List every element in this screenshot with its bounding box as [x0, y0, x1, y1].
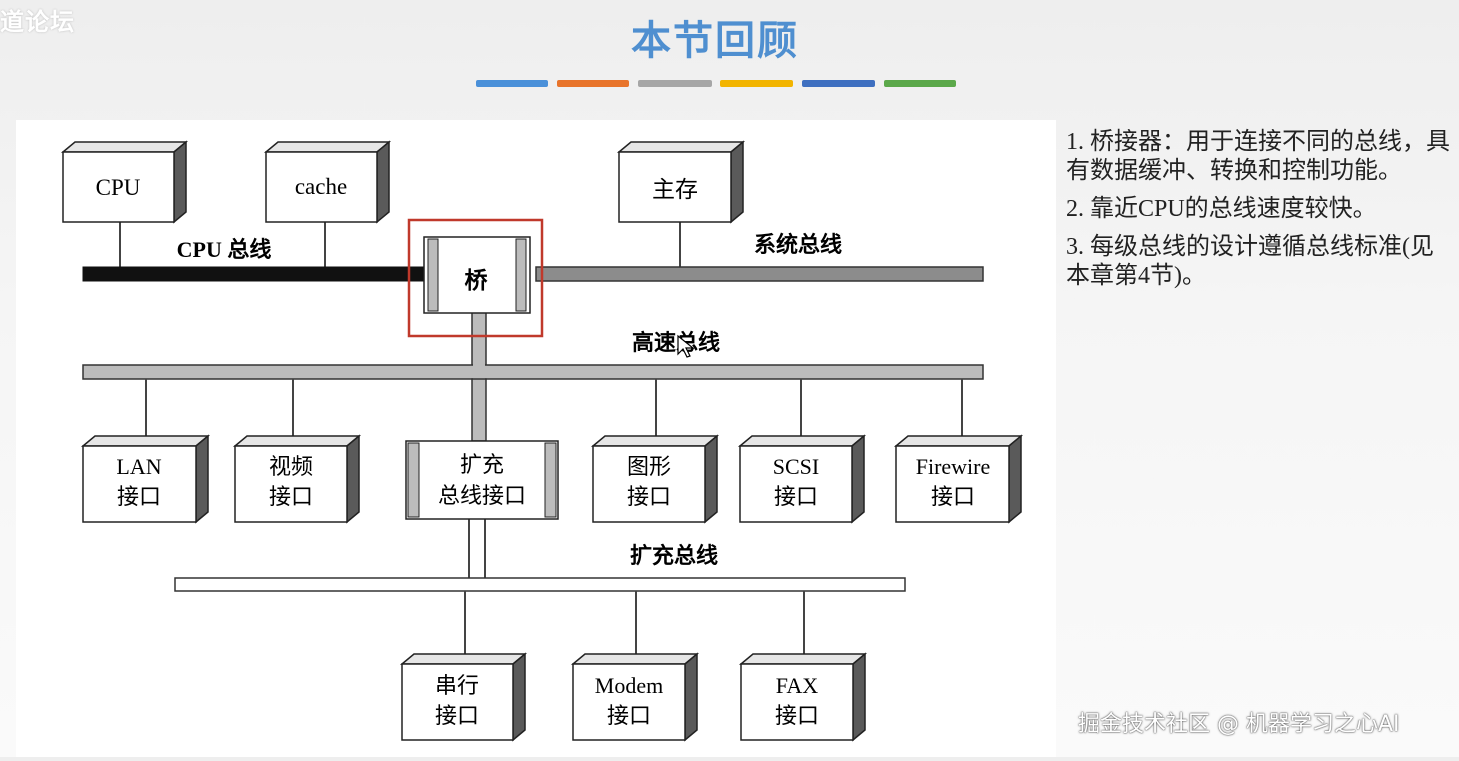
color-bar-5 — [802, 80, 875, 87]
trunk-to-expansion — [471, 378, 487, 442]
video-label-2: 接口 — [269, 484, 313, 509]
serial-label-2: 接口 — [435, 703, 479, 728]
video-interface-box: 视频 接口 — [232, 434, 362, 524]
bridge-trunk — [471, 311, 487, 367]
modem-interface-box: Modem 接口 — [570, 652, 700, 742]
scsi-interface-box: SCSI 接口 — [737, 434, 867, 524]
color-bar-4 — [720, 80, 793, 87]
main-memory-box: 主存 — [616, 140, 746, 224]
fax-label-2: 接口 — [775, 703, 819, 728]
firewire-interface-box: Firewire 接口 — [893, 434, 1024, 524]
note-2: 2. 靠近CPU的总线速度较快。 — [1066, 196, 1377, 222]
color-bar-6 — [884, 80, 956, 87]
video-label-1: 视频 — [269, 454, 313, 479]
main-memory-label: 主存 — [652, 177, 698, 202]
high-speed-bus-line — [82, 364, 984, 380]
cpu-bus-label: CPU 总线 — [177, 237, 272, 262]
firewire-label-2: 接口 — [931, 484, 975, 509]
summary-notes: 1. 桥接器：用于连接不同的总线，具有数据缓冲、转换和控制功能。 2. 靠近CP… — [1066, 128, 1456, 300]
bridge-label: 桥 — [465, 267, 489, 293]
graphics-interface-box: 图形 接口 — [590, 434, 720, 524]
serial-label-1: 串行 — [435, 673, 479, 698]
lan-interface-box: LAN 接口 — [80, 434, 211, 524]
expansion-bus-label: 扩充总线 — [630, 543, 718, 568]
cpu-bus-line — [82, 266, 428, 282]
serial-interface-box: 串行 接口 — [399, 652, 528, 742]
scsi-label-2: 接口 — [774, 484, 818, 509]
system-bus-line — [535, 266, 984, 282]
graphics-label-1: 图形 — [627, 454, 671, 479]
color-bar-3 — [638, 80, 712, 87]
graphics-label-2: 接口 — [627, 484, 671, 509]
color-bar-2 — [557, 80, 629, 87]
fax-interface-box: FAX 接口 — [738, 652, 868, 742]
bus-structure-diagram: CPU cache 主存 CPU 总线 系统总线 桥 高速总线 LAN 接口 视 — [60, 140, 1024, 742]
expansion-interface-label-2: 总线接口 — [438, 483, 526, 508]
bridge-box: 桥 — [423, 236, 531, 314]
mouse-cursor-icon — [677, 334, 695, 358]
modem-label-1: Modem — [595, 673, 663, 698]
trunk-joint — [473, 364, 485, 380]
cache-label: cache — [295, 174, 347, 199]
expansion-bus-line — [174, 577, 906, 592]
bus-diagram-panel: CPU cache 主存 CPU 总线 系统总线 桥 高速总线 LAN 接口 视 — [16, 120, 1056, 757]
system-bus-label: 系统总线 — [754, 232, 842, 257]
fax-label-1: FAX — [776, 673, 818, 698]
firewire-label-1: Firewire — [916, 454, 991, 479]
cache-box: cache — [263, 140, 392, 224]
note-1: 1. 桥接器：用于连接不同的总线，具有数据缓冲、转换和控制功能。 — [1066, 129, 1450, 184]
slide-title: 本节回顾 — [631, 17, 799, 64]
bridge-highlight — [407, 218, 544, 338]
expansion-bus-interface-box: 扩充 总线接口 — [405, 440, 559, 520]
watermark-top-left: 道论坛 — [0, 8, 75, 36]
modem-label-2: 接口 — [607, 703, 651, 728]
lan-label-1: LAN — [116, 454, 161, 479]
scsi-label-1: SCSI — [773, 454, 819, 479]
cpu-label: CPU — [96, 175, 141, 200]
watermark-bottom-right: 掘金技术社区 @ 机器学习之心AI — [1078, 712, 1400, 737]
high-speed-bus-label: 高速总线 — [632, 330, 720, 355]
lan-label-2: 接口 — [117, 484, 161, 509]
expansion-interface-label-1: 扩充 — [460, 452, 504, 477]
color-bar-1 — [476, 80, 548, 87]
note-3: 3. 每级总线的设计遵循总线标准(见本章第4节)。 — [1066, 234, 1434, 289]
cpu-box: CPU — [60, 140, 189, 224]
